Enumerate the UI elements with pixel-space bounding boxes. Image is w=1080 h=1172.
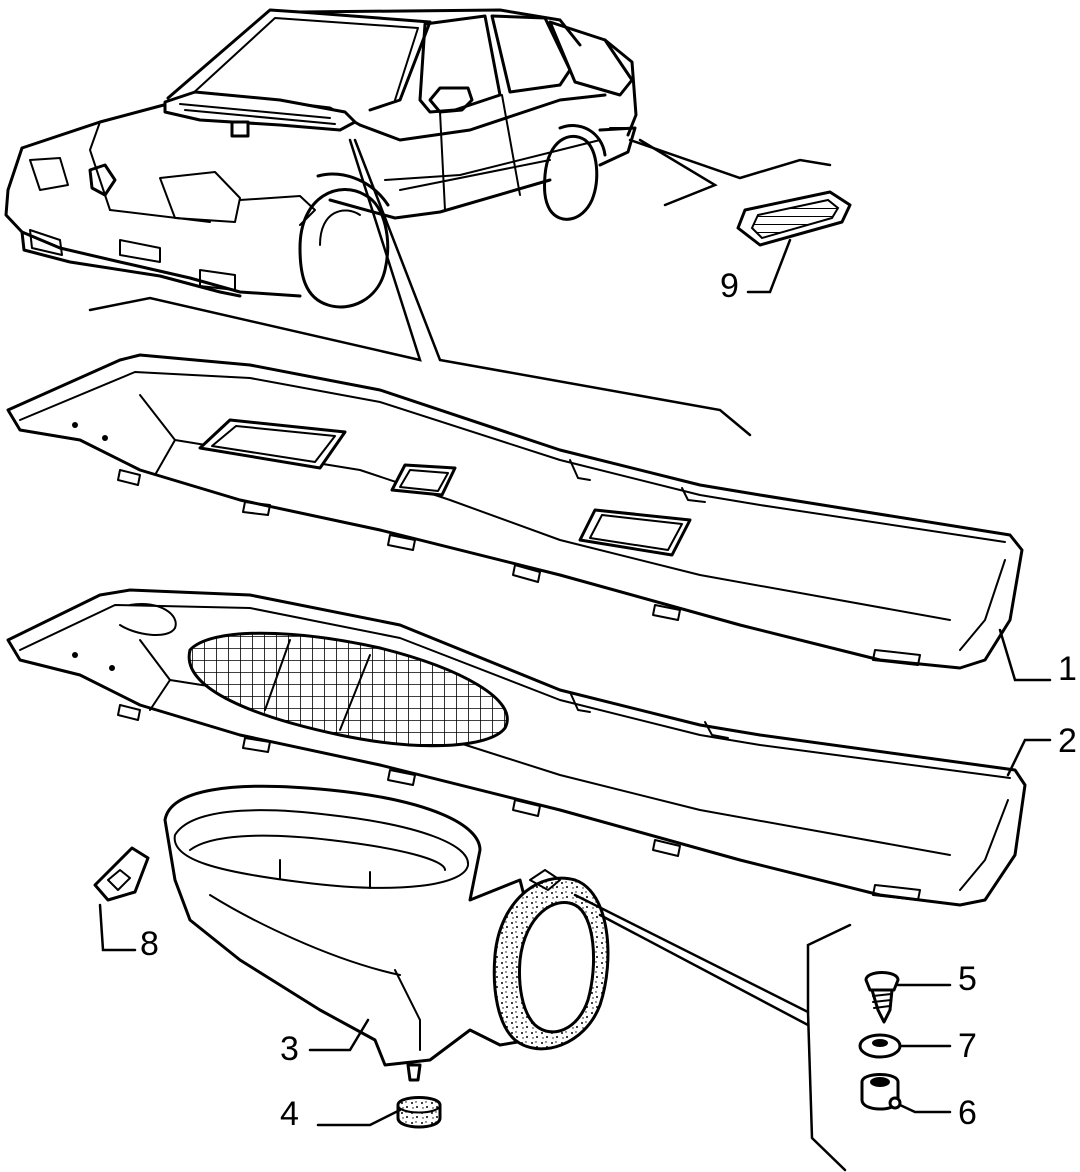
callout-2: 2 — [1058, 722, 1077, 760]
part-7-washer — [858, 1033, 902, 1059]
part-1-cowl-panel — [6, 353, 1024, 670]
pointer-line — [598, 913, 810, 1027]
leader-3 — [308, 1018, 370, 1052]
part-3-air-duct — [163, 784, 610, 1082]
callout-1: 1 — [1058, 650, 1077, 688]
leader-6 — [898, 1103, 952, 1114]
part-9-vent-grille — [736, 190, 852, 247]
leader-4 — [316, 1108, 402, 1127]
part-4-drain-plug — [396, 1096, 442, 1129]
part-6-grommet — [860, 1073, 902, 1111]
pointer-line — [638, 138, 718, 207]
callout-9: 9 — [720, 267, 739, 305]
car-illustration — [4, 8, 638, 309]
part-8-clip — [93, 846, 150, 902]
pointer-line — [88, 138, 422, 362]
leader-9 — [746, 238, 792, 294]
callout-4: 4 — [280, 1095, 299, 1133]
callout-8: 8 — [140, 925, 159, 963]
callout-7: 7 — [958, 1027, 977, 1065]
part-2-cowl-panel-mesh — [6, 588, 1027, 907]
pointer-line — [353, 138, 752, 437]
leader-8 — [98, 903, 137, 952]
pointer-line — [806, 923, 852, 1014]
part-5-screw — [864, 971, 900, 1024]
pointer-line — [573, 893, 847, 1172]
callout-6: 6 — [958, 1094, 977, 1132]
leader-1 — [998, 628, 1052, 682]
leader-2 — [1006, 738, 1052, 777]
callout-5: 5 — [958, 960, 977, 998]
pointer-line — [628, 138, 832, 180]
callout-3: 3 — [280, 1030, 299, 1068]
